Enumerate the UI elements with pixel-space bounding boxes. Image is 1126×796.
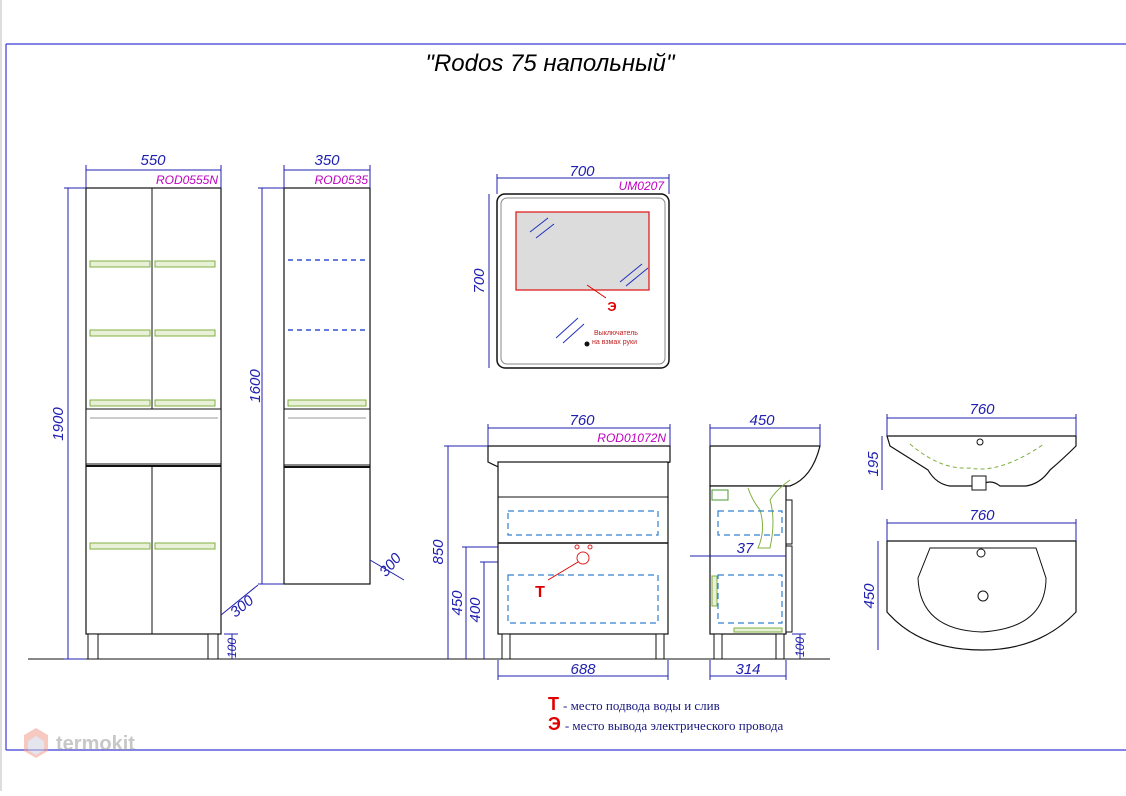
mirror-code: UM0207 xyxy=(619,179,666,193)
drawing-title: "Rodos 75 напольный" xyxy=(425,50,675,77)
vanity-water-marker: Т xyxy=(535,584,545,601)
vanity-code: ROD01072N xyxy=(597,431,666,445)
mirror-height: 700 xyxy=(471,268,488,294)
tall-cabinet xyxy=(64,165,259,660)
tall-cabinet-width: 550 xyxy=(140,152,166,169)
vanity-side xyxy=(690,424,821,680)
narrow-cabinet xyxy=(258,165,405,585)
watermark-logo-icon xyxy=(24,728,48,758)
basin-side-view xyxy=(881,414,1077,491)
watermark-brand: termokit xyxy=(56,732,135,755)
basin-side-height: 195 xyxy=(865,451,882,477)
mirror xyxy=(488,174,670,369)
mirror-switch-note-2: на взмах руки xyxy=(592,339,637,346)
mirror-electric-marker: Э xyxy=(607,299,616,314)
tall-cabinet-depth: 300 xyxy=(227,592,258,622)
side-legs: 100 xyxy=(793,637,807,657)
narrow-cabinet-depth: 300 xyxy=(376,550,406,581)
narrow-cabinet-code: ROD0535 xyxy=(315,173,369,187)
side-depth: 450 xyxy=(749,412,775,429)
legend-electric: Э- место вывода электрического провода xyxy=(548,714,783,735)
tall-cabinet-height: 1900 xyxy=(50,407,67,441)
basin-top-width: 760 xyxy=(969,507,995,524)
basin-side-width: 760 xyxy=(969,401,995,418)
legend-electric-text: - место вывода электрического провода xyxy=(564,718,784,733)
watermark: termokit xyxy=(22,726,135,762)
side-inner-depth: 314 xyxy=(735,661,760,678)
mirror-width: 700 xyxy=(569,163,595,180)
basin-top-depth: 450 xyxy=(861,583,878,609)
legend-water-text: - место подвода воды и слив xyxy=(563,698,720,713)
vanity-inner-width: 688 xyxy=(570,661,596,678)
mirror-switch-note-1: Выключатель xyxy=(594,330,638,337)
legend-water: Т - место подвода воды и слив xyxy=(548,694,720,715)
tall-cabinet-legs: 100 xyxy=(225,638,239,658)
vanity-front xyxy=(444,424,671,680)
narrow-cabinet-width: 350 xyxy=(314,152,340,169)
basin-top-view xyxy=(877,519,1077,651)
legend-electric-glyph: Э xyxy=(548,714,561,734)
vanity-width: 760 xyxy=(569,412,595,429)
side-offset: 37 xyxy=(737,540,754,557)
narrow-cabinet-height: 1600 xyxy=(247,369,264,403)
vanity-dim-450: 450 xyxy=(449,590,466,616)
tall-cabinet-code: ROD0555N xyxy=(156,173,218,187)
vanity-dim-400: 400 xyxy=(467,597,484,623)
legend-water-glyph: Т xyxy=(548,694,559,714)
vanity-height: 850 xyxy=(430,539,447,565)
